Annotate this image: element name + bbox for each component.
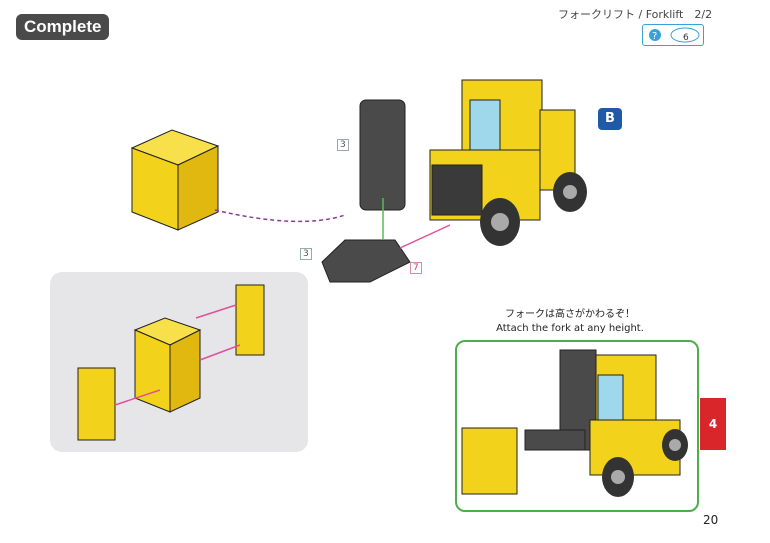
svg-text:?: ?	[652, 31, 657, 42]
step-marker-b: B	[598, 108, 622, 130]
help-parts-icon: ?6	[642, 24, 704, 46]
part-label: 3	[337, 139, 349, 151]
hint-jp: フォークは高さがかわるぞ！	[505, 309, 635, 320]
page-title: フォークリフト / Forklift 2/2	[558, 8, 713, 21]
complete-badge: Complete	[16, 14, 110, 40]
part-label: 7	[410, 262, 422, 274]
dashed-arrow	[214, 209, 346, 223]
yellow-cube	[130, 129, 220, 231]
hint-text: フォークは高さがかわるぞ！ Attach the fork at any hei…	[465, 308, 675, 336]
part-label: 3	[300, 248, 312, 260]
hint-en: Attach the fork at any height.	[496, 323, 644, 334]
fork-upright	[359, 99, 406, 211]
detail-cube	[77, 284, 265, 441]
forklift-raised-fork	[461, 349, 688, 497]
chapter-tab: 4	[700, 398, 726, 450]
help-count: 6	[683, 33, 689, 43]
page-number: 20	[703, 513, 719, 527]
forklift-body	[429, 79, 587, 246]
fork-base	[321, 239, 411, 283]
hint-box	[455, 340, 699, 512]
